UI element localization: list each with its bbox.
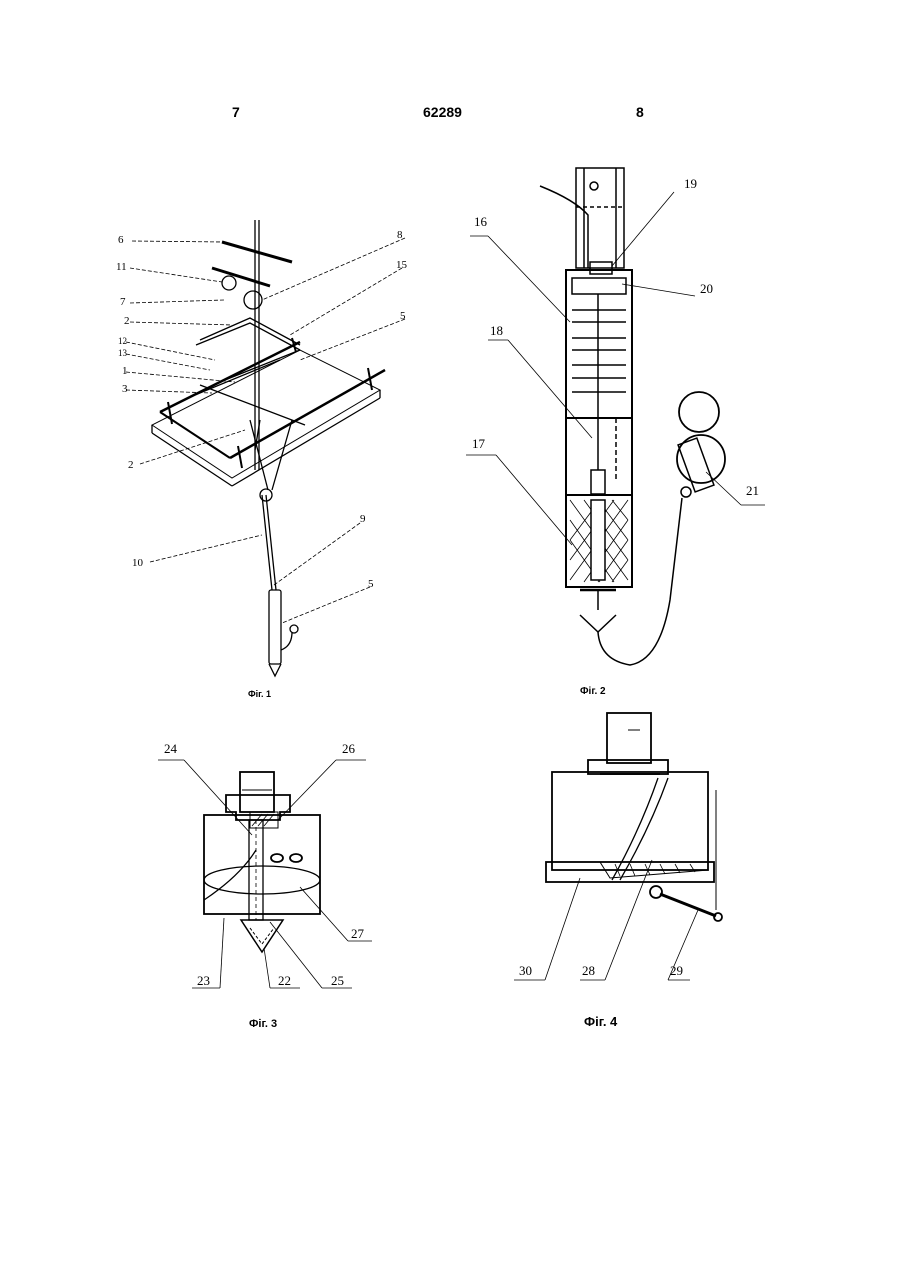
fig1-label-9: 9 xyxy=(360,513,366,525)
fig2-label-19: 19 xyxy=(684,176,697,191)
fig3-label-24: 24 xyxy=(164,741,178,756)
fig1-label-1: 1 xyxy=(122,365,128,377)
figure-2-drawing xyxy=(540,168,725,665)
fig1-caption: Фіг. 1 xyxy=(248,689,271,699)
fig4-label-29: 29 xyxy=(670,963,683,978)
fig2-label-17: 17 xyxy=(472,436,486,451)
fig3-caption: Фіг. 3 xyxy=(249,1018,277,1030)
fig1-label-8: 8 xyxy=(397,229,403,241)
figure-1-leaders xyxy=(126,238,405,623)
fig1-label-3: 3 xyxy=(122,383,128,395)
fig1-label-6: 6 xyxy=(118,234,124,246)
fig1-label-10: 10 xyxy=(132,557,144,569)
fig3-label-26: 26 xyxy=(342,741,356,756)
figure-1-drawing xyxy=(152,220,385,676)
fig1-label-2-top: 2 xyxy=(124,315,130,327)
figure-3-drawing xyxy=(204,772,320,952)
fig2-label-16: 16 xyxy=(474,214,488,229)
fig2-label-21: 21 xyxy=(746,483,759,498)
fig1-label-12: 12 xyxy=(118,336,127,346)
fig2-caption: Фіг. 2 xyxy=(580,686,606,697)
fig3-label-25: 25 xyxy=(331,973,344,988)
figure-4-labels: 30 28 29 xyxy=(519,963,683,978)
figure-4-leaders xyxy=(514,860,698,980)
figure-4-drawing xyxy=(546,713,722,921)
fig1-label-2-bottom: 2 xyxy=(128,459,134,471)
fig1-label-7: 7 xyxy=(120,296,126,308)
fig4-label-30: 30 xyxy=(519,963,532,978)
fig1-label-5-top: 5 xyxy=(400,310,406,322)
fig3-label-27: 27 xyxy=(351,926,365,941)
fig1-label-11: 11 xyxy=(116,261,127,273)
fig1-label-13: 13 xyxy=(118,348,128,358)
fig1-label-15: 15 xyxy=(396,259,408,271)
fig4-label-28: 28 xyxy=(582,963,595,978)
fig3-label-23: 23 xyxy=(197,973,210,988)
fig2-label-20: 20 xyxy=(700,281,713,296)
fig3-label-22: 22 xyxy=(278,973,291,988)
fig1-label-5-bottom: 5 xyxy=(368,578,374,590)
fig4-caption: Фіг. 4 xyxy=(584,1014,618,1029)
fig2-label-18: 18 xyxy=(490,323,503,338)
